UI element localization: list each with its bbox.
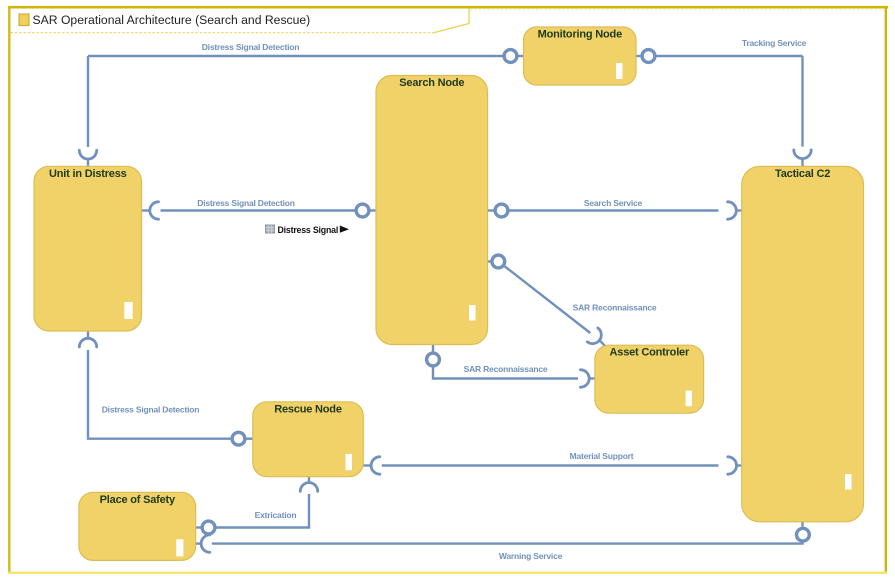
svg-text:Search Node: Search Node (399, 77, 464, 89)
svg-text:SAR Operational Architecture (: SAR Operational Architecture (Search and… (33, 13, 311, 27)
svg-text:Tactical C2: Tactical C2 (775, 168, 830, 180)
svg-text:Place of Safety: Place of Safety (100, 494, 176, 506)
svg-text:Material Support: Material Support (570, 451, 634, 461)
svg-text:Rescue Node: Rescue Node (274, 404, 342, 416)
svg-text:Warning Service: Warning Service (499, 551, 563, 561)
svg-text:Distress Signal: Distress Signal (278, 225, 339, 235)
svg-text:SAR Reconnaissance: SAR Reconnaissance (573, 303, 657, 313)
svg-text:Asset Controler: Asset Controler (610, 347, 690, 359)
svg-text:Search Service: Search Service (584, 198, 643, 208)
svg-text:Unit in Distress: Unit in Distress (49, 168, 127, 180)
svg-text:Extrication: Extrication (255, 510, 297, 520)
svg-text:Monitoring Node: Monitoring Node (538, 29, 622, 41)
svg-text:Tracking Service: Tracking Service (742, 38, 807, 48)
svg-text:Distress Signal Detection: Distress Signal Detection (202, 42, 300, 52)
svg-text:Distress Signal Detection: Distress Signal Detection (102, 404, 200, 414)
svg-text:SAR Reconnaissance: SAR Reconnaissance (464, 364, 548, 374)
svg-text:Distress Signal Detection: Distress Signal Detection (197, 198, 295, 208)
